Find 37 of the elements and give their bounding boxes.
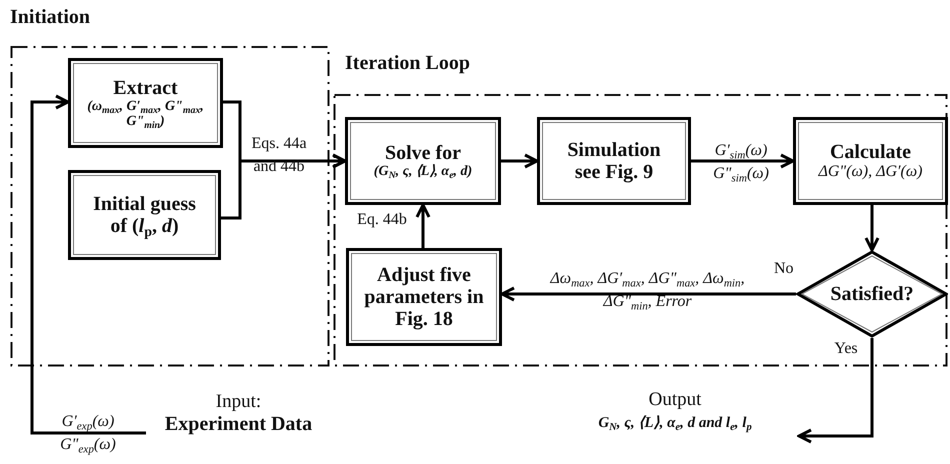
edge-label: Δω$_{max}$, ΔG′$_{max}$, ΔG"$_{max}$, Δω$_{min}$, ΔG"$_{min}$, Error [548,269,746,314]
node-title: Solve for [384,142,462,164]
node-formula: (ω$_{max}$, G′$_{max}$, G"$_{max}$, G"$_{min}$) [86,98,205,130]
arrow [500,286,796,302]
node-formula: (G$_{N}$, ς, ⟨L⟩, α$_{e}$, d) [372,164,474,180]
node-formula: ΔG"(ω), ΔG′(ω) [818,163,922,181]
arrow [221,154,346,220]
node-title: Input: [216,392,262,413]
region-heading: Initiation [10,6,90,28]
node-title: Initial guess of (l$_{p}$, d) [92,193,197,237]
node-formula: Experiment Data [164,412,312,435]
arrow [416,204,430,248]
arrow [501,154,538,168]
process-box [68,58,223,148]
arrow [30,94,146,434]
node-title: Satisfied? [830,283,914,305]
node-formula: G$_{N}$, ς, ⟨L⟩, α$_{e}$, d and l$_{e}$, l$_{p}$ [598,414,752,432]
node-title: Adjust five parameters in Fig. 18 [363,264,485,330]
arrow [864,205,880,252]
arrow [691,154,794,168]
node-title: Simulation see Fig. 9 [566,139,662,183]
process-box [68,170,221,260]
process-box [345,117,501,205]
edge-label: G′$_{exp}$(ω) G"$_{exp}$(ω) [59,412,117,456]
edge-label: Eq. 44b [356,211,408,230]
process-box [346,248,502,346]
edge-label: Yes [833,340,859,358]
process-box [537,117,691,205]
node-title: Calculate [828,141,912,164]
edge-label: G′$_{sim}$(ω) G"$_{sim}$(ω) [712,141,770,186]
arrow [798,338,874,444]
node-title: Extract [112,76,179,99]
region-heading: Iteration Loop [345,52,470,74]
node-title: Output [648,390,702,411]
process-box [793,117,948,205]
edge-label: Eqs. 44a and 44b [250,134,308,178]
branch-label: No [774,260,794,278]
